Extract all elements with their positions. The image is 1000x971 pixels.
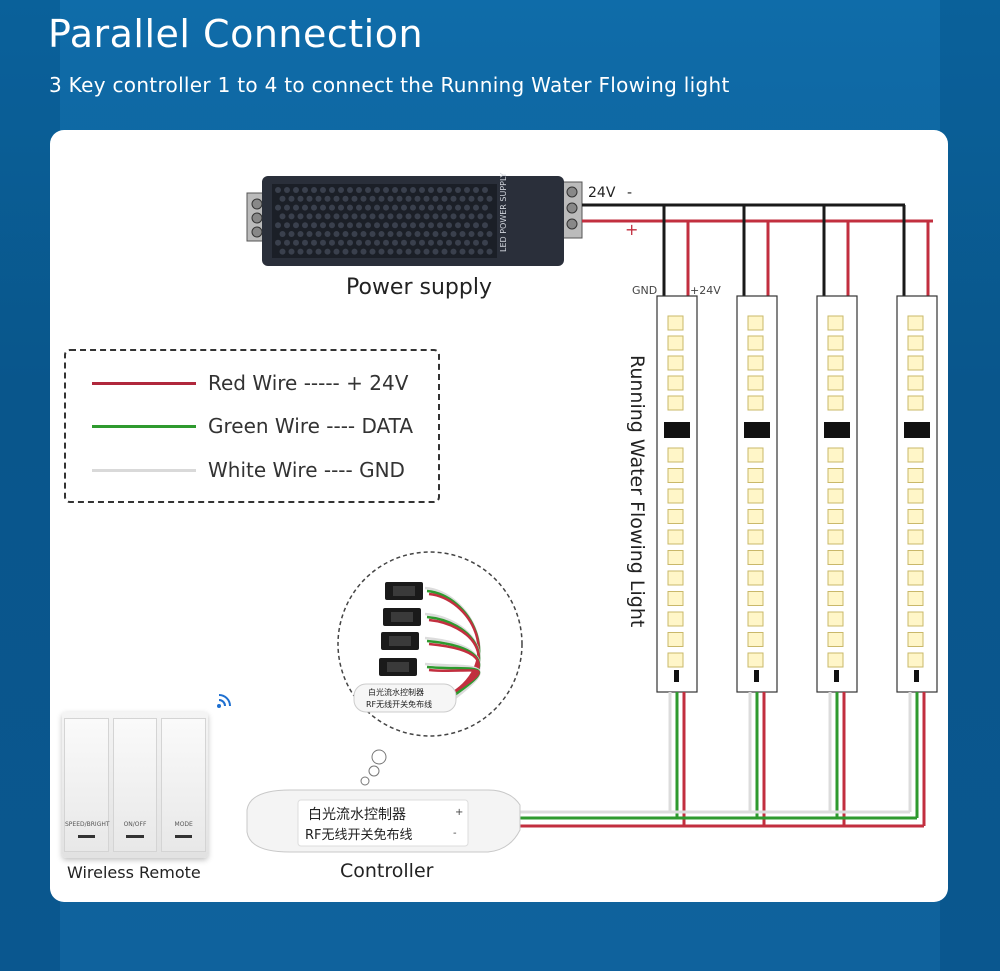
legend-item-white: White Wire ---- GND: [92, 458, 405, 482]
white-wire-swatch: [92, 468, 196, 472]
svg-text:+: +: [455, 807, 463, 818]
connector-plug-2: [383, 608, 421, 626]
legend-item-green: Green Wire ---- DATA: [92, 414, 413, 438]
power-supply: LED POWER SUPPLY: [246, 173, 583, 266]
controller-line2: RF无线开关免布线: [305, 828, 413, 843]
wireless-remote: SPEED/BRIGHT ON/OFF MODE: [62, 712, 208, 858]
led-strip-1: [656, 295, 698, 693]
controller-device: 白光流水控制器 RF无线开关免布线 + -: [246, 749, 521, 853]
legend-item-red: Red Wire ----- + 24V: [92, 371, 408, 395]
remote-caption: Wireless Remote: [67, 863, 201, 882]
background-band-right: [940, 0, 1000, 971]
svg-text:白光流水控制器: 白光流水控制器: [368, 687, 424, 697]
controller-caption: Controller: [340, 860, 434, 882]
plus24v-label: +24V: [690, 284, 721, 297]
page-subtitle: 3 Key controller 1 to 4 to connect the R…: [49, 73, 730, 97]
remote-key-onoff[interactable]: ON/OFF: [112, 718, 158, 852]
plus-label: +: [625, 220, 639, 239]
gnd-label: GND: [632, 284, 658, 297]
power-supply-caption: Power supply: [346, 275, 492, 300]
remote-key-speed[interactable]: SPEED/BRIGHT: [64, 718, 110, 852]
remote-key-mode[interactable]: MODE: [161, 718, 207, 852]
connector-plug-3: [381, 632, 419, 650]
led-strip-3: [816, 295, 858, 693]
page-title: Parallel Connection: [48, 12, 424, 56]
connector-plug-4: [379, 658, 417, 676]
wireless-signal-icon: [217, 694, 231, 708]
green-wire-swatch: [92, 424, 196, 428]
minus-label: -: [627, 185, 633, 201]
strip-title: Running Water Flowing Light: [626, 355, 648, 628]
led-strip-2: [736, 295, 778, 693]
connector-inset: 白光流水控制器 RF无线开关免布线: [337, 551, 523, 737]
led-strips: [656, 295, 938, 693]
red-wire-swatch: [92, 381, 196, 385]
power-supply-print: LED POWER SUPPLY: [499, 173, 508, 252]
svg-text:RF无线开关免布线: RF无线开关免布线: [366, 699, 432, 709]
voltage-label: 24V: [588, 185, 616, 201]
legend: Red Wire ----- + 24V Green Wire ---- DAT…: [64, 349, 440, 503]
svg-text:-: -: [453, 828, 457, 839]
connector-plug-1: [385, 582, 423, 600]
controller-line1: 白光流水控制器: [308, 807, 406, 823]
led-strip-4: [896, 295, 938, 693]
